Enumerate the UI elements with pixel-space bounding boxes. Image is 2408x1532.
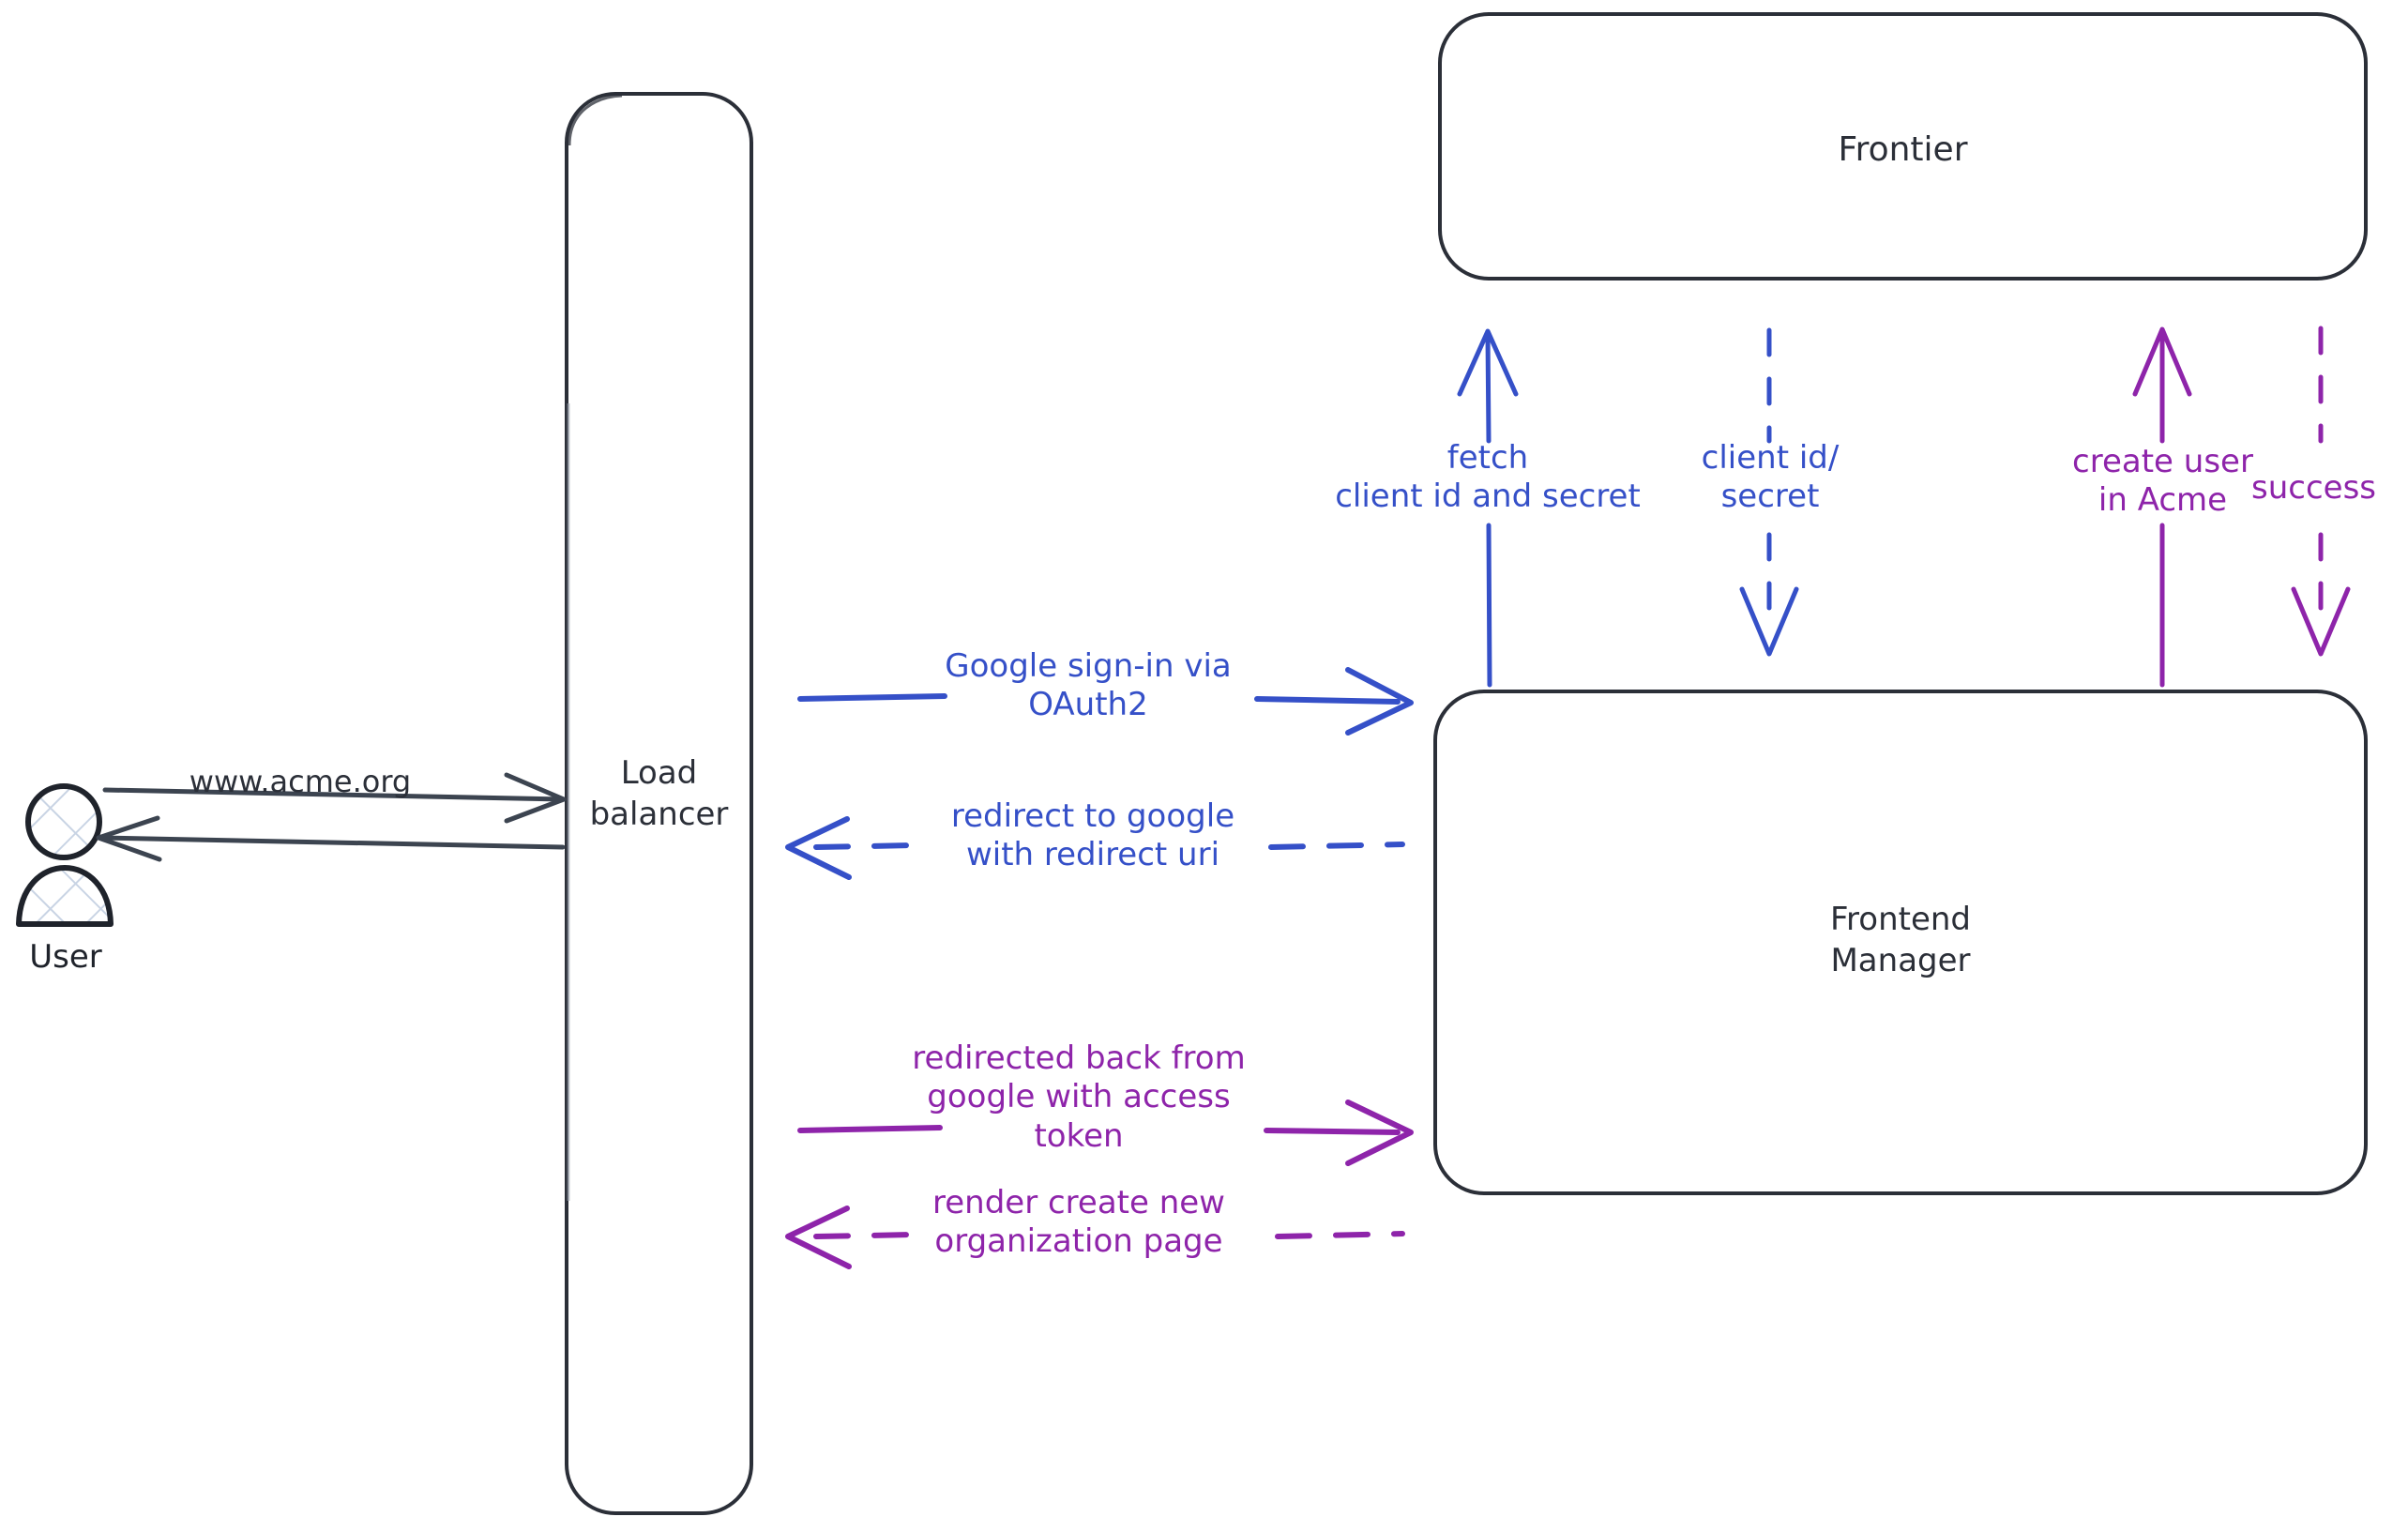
edge-user-to-lb <box>102 772 567 824</box>
edge-create-user-in-acme <box>2132 326 2192 688</box>
edge-render-create-org <box>785 1206 1405 1269</box>
edge-redirected-back <box>797 1100 1414 1166</box>
actor-user <box>16 783 114 927</box>
edge-google-signin <box>797 667 1414 736</box>
edge-redirect-to-google <box>785 816 1405 880</box>
actor-user-label: User <box>29 938 102 976</box>
node-frontend-manager[interactable] <box>1433 690 2368 1195</box>
edge-success <box>2291 326 2351 657</box>
edge-fetch-client-id-secret <box>1457 328 1519 688</box>
node-load-balancer[interactable] <box>565 92 753 1515</box>
edge-lb-to-user <box>96 815 566 862</box>
edge-client-id-secret <box>1739 327 1799 657</box>
node-frontier[interactable] <box>1438 12 2368 281</box>
